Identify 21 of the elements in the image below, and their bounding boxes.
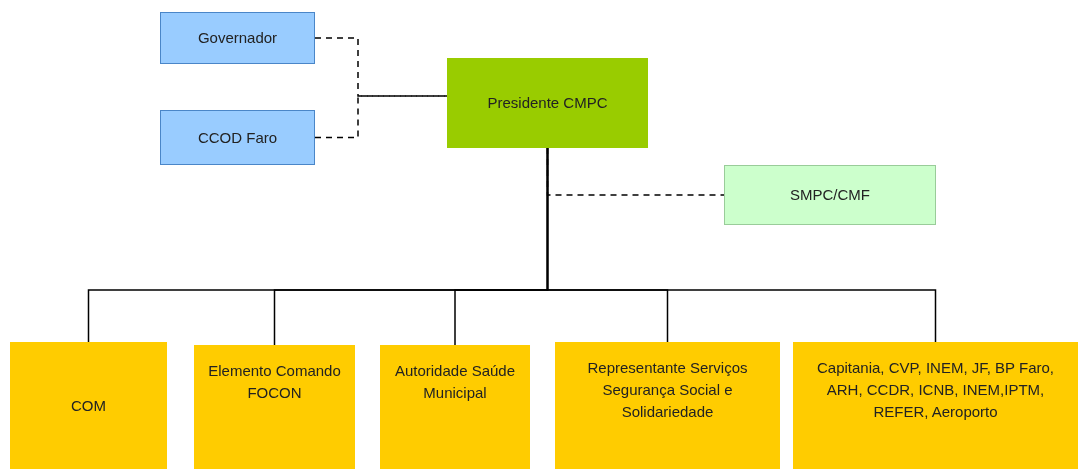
- box-label: CCOD Faro: [196, 127, 279, 148]
- entity-box: [160, 12, 315, 64]
- box-label: Elemento Comando FOCON: [207, 361, 342, 403]
- box-label: Capitania, CVP, INEM, JF, BP Faro, ARH, CCDR, ICNB, INEM,IPTM, REFER, Aeroporto: [815, 358, 1055, 422]
- member-box: [194, 345, 355, 469]
- box-label: SMPC/CMF: [789, 185, 871, 205]
- member-box: [10, 342, 167, 469]
- box-label: Governador: [196, 28, 279, 48]
- member-box: [380, 345, 530, 469]
- connector-line: [546, 147, 937, 343]
- member-box: [555, 342, 780, 469]
- support-box: [724, 165, 936, 225]
- box-label: Presidente CMPC: [486, 93, 609, 113]
- dashed-connector: [314, 95, 448, 139]
- box-label: Autoridade Saúde Municipal: [393, 361, 517, 403]
- entity-box: [160, 110, 315, 165]
- box-label: Representante Serviços Segurança Social e Solidariedade: [586, 358, 749, 422]
- box-label: COM: [70, 396, 107, 416]
- president-box: [447, 58, 648, 148]
- member-box: [793, 342, 1078, 469]
- dashed-connector: [314, 37, 448, 97]
